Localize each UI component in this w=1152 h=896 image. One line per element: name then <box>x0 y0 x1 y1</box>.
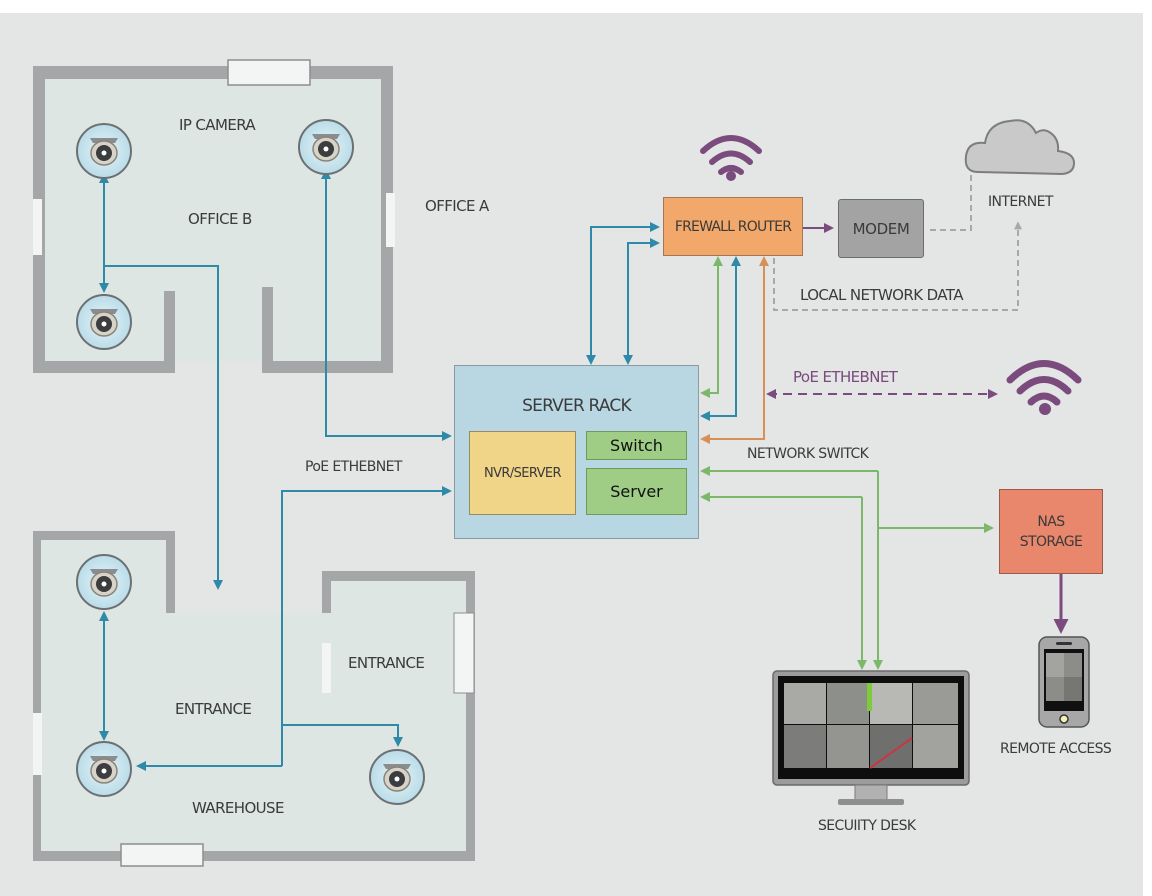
nas-storage[interactable]: NAS STORAGE <box>999 489 1103 574</box>
link-router-server-orange <box>700 256 769 444</box>
internet-links <box>773 169 1022 311</box>
office-b-door-right <box>386 193 395 247</box>
wifi-access-point-icon <box>1006 360 1082 406</box>
modem[interactable]: MODEM <box>838 199 924 258</box>
smartphone-icon[interactable] <box>1038 636 1090 728</box>
camera-feed-grid <box>784 683 958 769</box>
wifi-access-point-dot <box>1039 403 1051 415</box>
switch-box[interactable]: Switch <box>586 431 687 460</box>
ip-camera-icon[interactable] <box>76 741 132 797</box>
ip-camera-icon[interactable] <box>298 119 354 175</box>
server-box[interactable]: Server <box>586 468 687 515</box>
server-rack[interactable]: SERVER RACK NVR/SERVER Switch Server <box>454 365 699 539</box>
warehouse-window-bottom <box>120 843 204 867</box>
office-b-door-left <box>33 199 42 255</box>
entrance-door-left <box>322 643 331 693</box>
entrance-door-right <box>453 612 475 694</box>
internet-cloud-icon[interactable] <box>964 119 1076 176</box>
link-officeb-warehouse <box>104 265 223 590</box>
wifi-router-dot <box>726 171 736 181</box>
poe-ethernet-right-label: PoE ETHEBNET <box>793 368 898 386</box>
office-a-label: OFFICE A <box>425 197 489 215</box>
network-switch-label: NETWORK SWITCK <box>747 446 869 462</box>
link-local-network-data <box>773 221 1022 311</box>
warehouse-door-left <box>33 713 42 775</box>
ip-camera-icon[interactable] <box>76 554 132 610</box>
remote-access-label: REMOTE ACCESS <box>1000 741 1112 757</box>
internet-label: INTERNET <box>988 194 1053 210</box>
link-server-router-1 <box>586 222 660 365</box>
ip-camera-icon[interactable] <box>76 294 132 350</box>
link-warehouse-server <box>281 486 452 766</box>
wifi-router-icon <box>700 135 762 175</box>
ip-camera-label: IP CAMERA <box>179 116 256 134</box>
link-router-server-green <box>700 256 723 398</box>
nas-line1: NAS <box>1037 513 1065 530</box>
diagram-canvas: IP CAMERA OFFICE B OFFICE A PoE ETHEBNET… <box>0 13 1143 896</box>
nas-line2: STORAGE <box>1019 533 1083 550</box>
link-server-router-2 <box>623 238 660 365</box>
firewall-router[interactable]: FREWALL ROUTER <box>663 197 803 256</box>
link-to-cam6 <box>282 724 403 747</box>
ip-camera-icon[interactable] <box>76 123 132 179</box>
entrance-side-label: ENTRANCE <box>348 654 425 672</box>
switch-links <box>700 256 994 670</box>
ip-camera-icon[interactable] <box>369 749 425 805</box>
office-b-label: OFFICE B <box>188 210 252 228</box>
entrance-main-label: ENTRANCE <box>175 700 252 718</box>
office-b-window-top <box>227 59 311 86</box>
security-monitor-icon[interactable] <box>772 670 970 805</box>
poe-ethernet-left-label: PoE ETHEBNET <box>305 459 402 475</box>
security-desk-label: SECUIITY DESK <box>818 818 916 834</box>
local-network-data-label: LOCAL NETWORK DATA <box>800 286 963 304</box>
nvr-server-box[interactable]: NVR/SERVER <box>469 431 576 515</box>
diagram-svg <box>33 59 1090 867</box>
warehouse-label: WAREHOUSE <box>192 799 284 817</box>
server-rack-title: SERVER RACK <box>522 396 631 416</box>
link-cam2-server <box>321 169 452 441</box>
link-modem-internet <box>930 169 972 231</box>
camera-links <box>99 169 741 771</box>
